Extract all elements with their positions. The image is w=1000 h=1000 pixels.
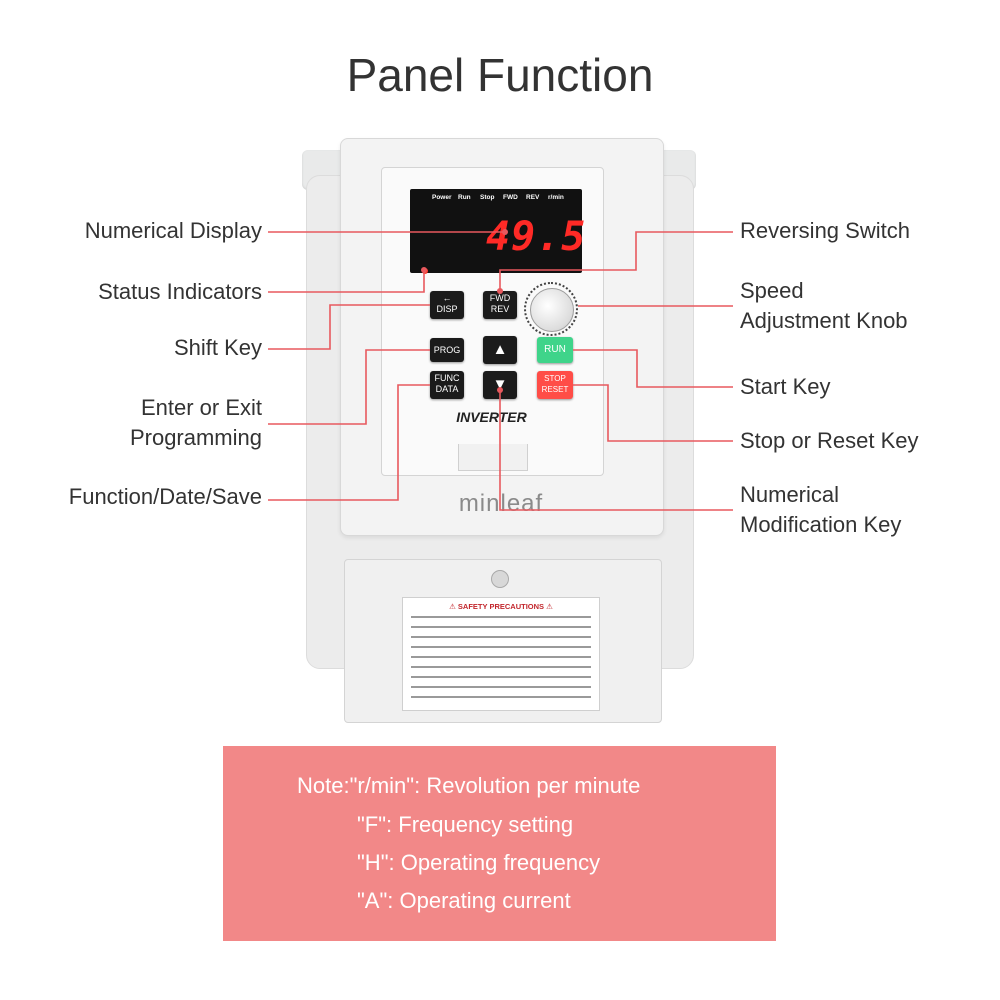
note-line-h: "H": Operating frequency bbox=[357, 850, 601, 875]
down-arrow-icon: ▼ bbox=[492, 376, 508, 393]
dot-numerical-mod bbox=[497, 387, 503, 393]
label-numerical-display: Numerical Display bbox=[84, 218, 262, 243]
safety-label: ⚠ SAFETY PRECAUTIONS ⚠ bbox=[402, 597, 600, 711]
func-data-key[interactable]: FUNC DATA bbox=[430, 371, 464, 399]
note-line-f: "F": Frequency setting bbox=[357, 812, 574, 837]
fwd-label: FWD bbox=[489, 293, 511, 303]
label-shift-key: Shift Key bbox=[173, 335, 262, 360]
line-stop-reset bbox=[573, 384, 733, 442]
reset-label: RESET bbox=[541, 385, 569, 394]
run-key[interactable]: RUN bbox=[537, 337, 573, 363]
inverter-label: INVERTER bbox=[456, 409, 527, 425]
label-numerical-mod-line2: Modification Key bbox=[740, 512, 902, 537]
dot-reversing-switch bbox=[497, 288, 503, 294]
safety-text-line bbox=[411, 686, 591, 688]
page-title: Panel Function bbox=[346, 49, 654, 101]
label-stop-reset-key: Stop or Reset Key bbox=[740, 428, 919, 453]
label-function-date-save: Function/Date/Save bbox=[68, 484, 262, 509]
screw-icon bbox=[491, 570, 509, 588]
label-enter-exit-line2: Programming bbox=[129, 425, 262, 450]
note-box: Note:"r/min": Revolution per minute "F":… bbox=[223, 746, 776, 941]
safety-text-line bbox=[411, 626, 591, 628]
speed-adjustment-knob[interactable] bbox=[530, 288, 574, 332]
safety-text-line bbox=[411, 676, 591, 678]
label-status-indicators: Status Indicators bbox=[98, 279, 262, 304]
line-function-save bbox=[268, 384, 430, 501]
line-numerical-mod bbox=[499, 390, 733, 511]
shift-key[interactable]: ← DISP bbox=[430, 291, 464, 319]
line-reversing-switch bbox=[499, 231, 733, 291]
knob-scale bbox=[524, 282, 578, 336]
up-arrow-icon: ▲ bbox=[492, 341, 508, 358]
line-start-key bbox=[573, 349, 733, 388]
run-key-label: RUN bbox=[544, 344, 566, 355]
line-enter-exit bbox=[268, 349, 430, 425]
indicator-run: Run bbox=[458, 194, 471, 201]
note-line-a: "A": Operating current bbox=[357, 888, 571, 913]
note-line-rmin: Note:"r/min": Revolution per minute bbox=[297, 773, 641, 798]
indicator-fwd: FWD bbox=[503, 194, 518, 201]
safety-text-line bbox=[411, 656, 591, 658]
shift-arrow-icon: ← bbox=[442, 293, 452, 303]
safety-text-line bbox=[411, 646, 591, 648]
label-enter-exit-line1: Enter or Exit bbox=[140, 395, 262, 420]
reversing-switch[interactable]: FWD REV bbox=[483, 291, 517, 319]
safety-text-line bbox=[411, 616, 591, 618]
rev-label: REV bbox=[490, 304, 510, 314]
label-speed-line1: Speed bbox=[740, 278, 804, 303]
safety-text-line bbox=[411, 666, 591, 668]
indicator-rmin: r/min bbox=[548, 194, 564, 201]
indicator-stop: Stop bbox=[480, 194, 495, 201]
stop-reset-key[interactable]: STOP RESET bbox=[537, 371, 573, 399]
shift-key-label: DISP bbox=[436, 304, 458, 314]
prog-key-label: PROG bbox=[433, 345, 461, 355]
stop-label: STOP bbox=[544, 374, 566, 383]
safety-title: ⚠ SAFETY PRECAUTIONS ⚠ bbox=[449, 602, 553, 611]
keypad-latch bbox=[458, 444, 528, 471]
label-start-key: Start Key bbox=[740, 374, 831, 399]
numerical-display: Power Run Stop FWD REV r/min 49.5 bbox=[410, 189, 585, 274]
label-reversing-switch: Reversing Switch bbox=[740, 218, 910, 243]
dot-status-indicators bbox=[421, 267, 427, 273]
line-status-indicators bbox=[268, 270, 425, 293]
safety-text-line bbox=[411, 696, 591, 698]
indicator-rev: REV bbox=[526, 194, 540, 201]
safety-text-line bbox=[411, 636, 591, 638]
func-label: FUNC bbox=[434, 373, 460, 383]
indicator-power: Power bbox=[432, 194, 452, 201]
data-label: DATA bbox=[435, 384, 459, 394]
label-speed-line2: Adjustment Knob bbox=[740, 308, 908, 333]
dot-numerical-display bbox=[502, 229, 508, 235]
label-numerical-mod-line1: Numerical bbox=[740, 482, 840, 507]
line-shift-key bbox=[268, 304, 430, 350]
up-key[interactable]: ▲ bbox=[483, 336, 517, 364]
prog-key[interactable]: PROG bbox=[430, 338, 464, 362]
display-value: 49.5 bbox=[486, 214, 587, 260]
